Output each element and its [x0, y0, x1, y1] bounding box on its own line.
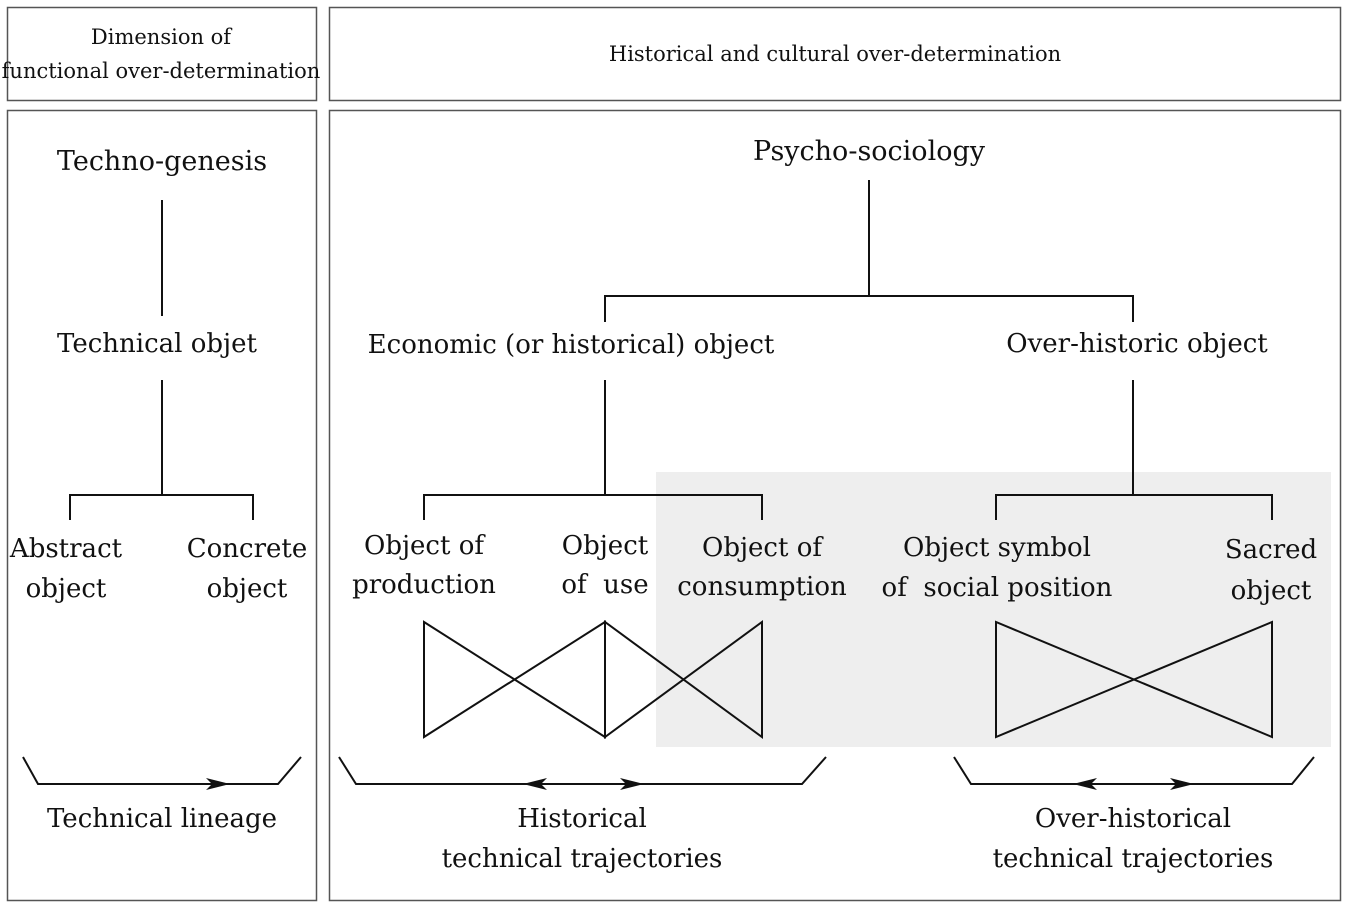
header-left-line1: Dimension of — [91, 25, 233, 49]
over-historical-trajectories-label-2: technical trajectories — [993, 844, 1274, 874]
over-historical-trajectories-label-1: Over-historical — [1035, 804, 1231, 834]
object-of-consumption-label-2: consumption — [677, 572, 847, 602]
header-right-title: Historical and cultural over-determinati… — [609, 42, 1061, 66]
historical-trajectories-label-1: Historical — [517, 804, 647, 834]
branch-bracket — [995, 494, 1273, 520]
over-historical-trajectory-bracket — [953, 756, 1315, 785]
concrete-object-label-1: Concrete — [187, 534, 308, 564]
bowtie-production-use — [423, 620, 606, 739]
technical-lineage-label: Technical lineage — [47, 804, 277, 834]
concrete-object-label-2: object — [207, 574, 288, 604]
highlight-region — [656, 472, 1331, 747]
object-symbol-label-1: Object symbol — [903, 533, 1091, 563]
branch-bracket — [604, 295, 1134, 322]
psycho-sociology-label: Psycho-sociology — [753, 136, 986, 167]
object-of-production-label-2: production — [352, 570, 496, 600]
object-symbol-label-2: of social position — [882, 573, 1113, 603]
right-panel-box — [328, 109, 1342, 902]
historical-trajectory-bracket — [338, 756, 827, 785]
economic-object-label: Economic (or historical) object — [368, 330, 775, 360]
header-right-box — [328, 6, 1342, 102]
branch-bracket — [69, 494, 254, 520]
object-of-production-label-1: Object of — [364, 531, 486, 561]
header-left-box — [6, 6, 318, 102]
bowtie-use-consumption — [604, 620, 763, 739]
sacred-object-label-1: Sacred — [1225, 535, 1317, 565]
object-of-use-label-2: of use — [561, 570, 648, 600]
branch-bracket — [423, 494, 763, 520]
sacred-object-label-2: object — [1231, 576, 1312, 606]
techno-genesis-label: Techno-genesis — [57, 146, 267, 177]
over-historic-object-label: Over-historic object — [1006, 329, 1268, 359]
header-left-line2: functional over-determination — [2, 59, 321, 83]
technical-objet-label: Technical objet — [57, 329, 257, 359]
bowtie-symbol-sacred — [995, 620, 1273, 739]
object-of-consumption-label-1: Object of — [702, 533, 824, 563]
historical-trajectories-label-2: technical trajectories — [442, 844, 723, 874]
abstract-object-label-2: object — [26, 574, 107, 604]
left-panel-box — [6, 109, 318, 902]
lineage-bracket — [22, 756, 302, 785]
object-of-use-label-1: Object — [562, 531, 649, 561]
abstract-object-label-1: Abstract — [9, 534, 123, 564]
